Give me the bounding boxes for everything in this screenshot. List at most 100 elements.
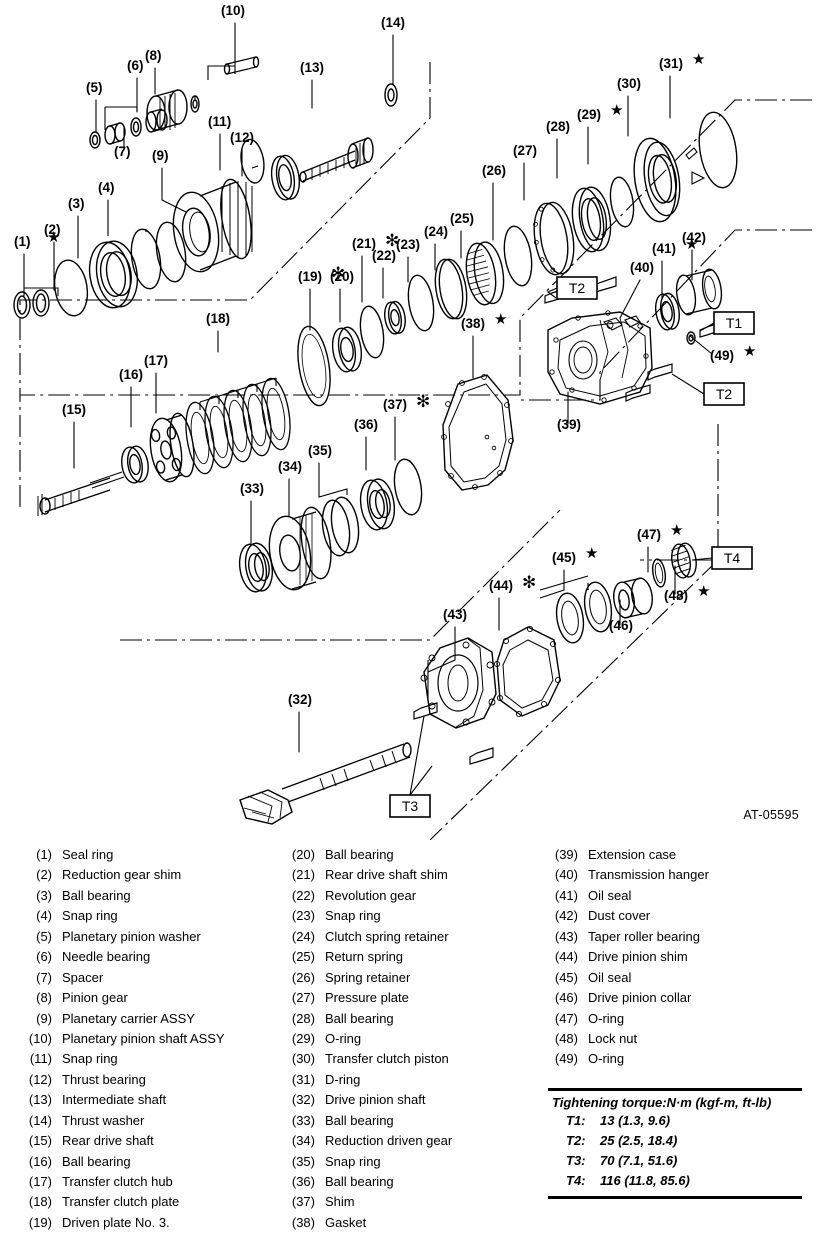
part-label: Ball bearing [62,887,131,903]
star-mark-icon-31: ★ [692,50,705,68]
tightening-torque-table: Tightening torque:N·m (kgf-m, ft-lb) T1:… [548,1088,802,1199]
callout-label-46: (46) [609,618,633,633]
callout-label-37: (37) [383,397,407,412]
part-label: Oil seal [588,887,632,903]
parts-list-row: (44)Drive pinion shim [548,947,808,967]
parts-list-row: (47)O-ring [548,1009,808,1029]
parts-list-row: (4)Snap ring [22,906,277,926]
callout-label-22: (22) [372,248,396,263]
parts-list-row: (17)Transfer clutch hub [22,1172,277,1192]
part-number: (30) [291,1051,315,1067]
parts-list-row: (33)Ball bearing [285,1111,540,1131]
parts-list-row: (12)Thrust bearing [22,1070,277,1090]
subassembly-reduction-driven [238,458,423,593]
part-label: Drive pinion collar [588,990,692,1006]
part-label: Rear drive shaft [62,1133,154,1149]
parts-column-1: (1)Seal ring(2)Reduction gear shim(3)Bal… [22,845,277,1233]
torque-box-outline [703,382,745,406]
parts-list-row: (25)Return spring [285,947,540,967]
part-label: O-ring [325,1030,362,1046]
parts-list-row: (15)Rear drive shaft [22,1131,277,1151]
part-number: (22) [291,887,315,903]
part-label: Spring retainer [325,969,411,985]
torque-code-box-t3-3: T3 [389,794,431,818]
callout-label-19: (19) [298,269,322,284]
callout-leader-lines [23,22,713,753]
part-label: Thrust washer [62,1112,145,1128]
callout-label-18: (18) [206,311,230,326]
bracket-leaders [23,62,715,796]
part-number: (44) [554,949,578,965]
callout-label-35: (35) [308,443,332,458]
parts-list-row: (49)O-ring [548,1049,808,1069]
torque-box-outline [711,546,753,570]
callout-labels: (1)★(2)(3)(4)(5)(6)(7)(8)(9)(10)(11)(12)… [14,3,756,707]
callout-label-30: (30) [617,76,641,91]
parts-list-row: (29) O-ring [285,1029,540,1049]
part-number: (24) [291,928,315,944]
parts-list-row: (42)Dust cover [548,906,808,926]
exploded-diagram: (1)★(2)(3)(4)(5)(6)(7)(8)(9)(10)(11)(12)… [13,3,812,840]
part-label: Ball bearing [325,1174,394,1189]
part-label: Ball bearing [325,1010,394,1026]
star-mark-icon-47: ★ [670,521,683,539]
callout-label-20: (20) [330,269,354,284]
part-label: Ball bearing [325,847,394,862]
subassembly-extension-case [544,268,723,405]
callout-label-48: (48) [664,588,688,603]
part-number: (47) [554,1010,578,1026]
part-number: (48) [554,1030,578,1046]
part-number: (37) [291,1194,315,1210]
torque-code-box-t4-4: T4 [711,546,753,570]
part-label: Lock nut [588,1030,638,1046]
star-mark-icon-49: ★ [743,342,756,360]
part-label: Drive pinion shaft [325,1092,426,1108]
part-number: (32) [291,1092,315,1108]
torque-code-box-t2-2: T2 [703,382,745,406]
part-number: (40) [554,867,578,883]
callout-label-33: (33) [240,481,264,496]
callout-label-17: (17) [144,353,168,368]
parts-list-row: (21)Rear drive shaft shim [285,865,540,885]
subassembly-transfer-clutch [37,111,738,516]
torque-box-label: T3 [402,798,419,814]
torque-table-title: Tightening torque:N·m (kgf-m, ft-lb) [552,1095,772,1110]
part-label: Driven plate No. 3. [62,1214,170,1230]
subassembly-pinion-seals [555,542,697,644]
part-label: O-ring [588,1051,625,1067]
part-label: Transmission hanger [588,867,709,883]
torque-code-box-t2-1: T2 [556,276,598,300]
part-number: (23) [291,908,315,924]
figure-code: AT-05595 [743,808,799,822]
part-label: Snap ring [62,1051,118,1067]
part-number: (7) [36,969,52,985]
part-number: (8) [36,990,52,1006]
parts-list-row: (9)Planetary carrier ASSY [22,1009,277,1029]
part-label: Transfer clutch plate [62,1194,180,1210]
part-number: (9) [36,1010,52,1026]
asterisk-mark-icon-21: ✻ [385,231,399,251]
part-label: Return spring [325,949,404,965]
group-boundary-lines [19,62,812,840]
torque-row: T1:13 (1.3, 9.6) [548,1111,802,1131]
part-label: Transfer clutch piston [325,1051,449,1067]
parts-list-row: (13)Intermediate shaft [22,1090,277,1110]
parts-list-row: (28)Ball bearing [285,1009,540,1029]
parts-column-3: (39)Extension case(40)Transmission hange… [548,845,808,1070]
part-number: (41) [554,887,578,903]
torque-box-outline [389,794,431,818]
torque-code: T2: [566,1133,586,1148]
callout-label-45: (45) [552,550,576,565]
star-mark-icon-41: ★ [685,235,698,253]
callout-label-5: (5) [86,80,103,95]
asterisk-mark-icon-37: ✻ [416,392,430,412]
torque-value: 13 (1.3, 9.6) [600,1113,671,1128]
part-number: (19) [28,1214,52,1230]
callout-label-14: (14) [381,15,405,30]
parts-list-row: (24)Clutch spring retainer [285,927,540,947]
callout-label-31: (31) [659,56,683,71]
callout-label-13: (13) [300,60,324,75]
torque-value: 116 (11.8, 85.6) [600,1173,690,1188]
part-number: (29) [291,1030,315,1046]
part-gasket [441,374,514,491]
